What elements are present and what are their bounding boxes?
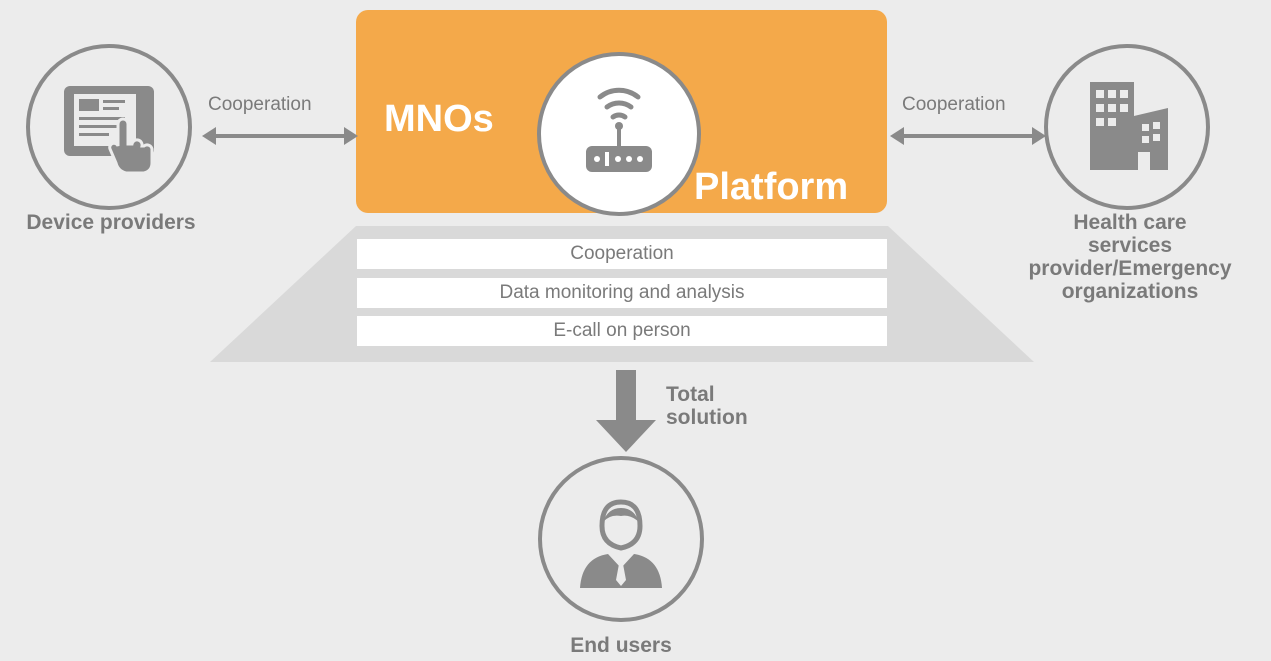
platform-icon-circle: [537, 52, 701, 216]
device-cooperation-label: Cooperation: [208, 94, 312, 115]
health-cooperation-label: Cooperation: [902, 94, 1006, 115]
total-solution-label-line: Total: [666, 383, 715, 406]
device-cooperation-arrow: [202, 127, 358, 145]
tablet-touch-icon: [64, 86, 154, 175]
service-row-data-monitoring: Data monitoring and analysis: [357, 278, 887, 308]
health-care-label: Health care services provider/Emergency …: [1000, 211, 1260, 303]
businessman-icon: [580, 499, 662, 588]
platform-label: Platform: [694, 166, 849, 208]
health-care-circle: [1044, 44, 1210, 210]
total-solution-label: Total solution: [666, 383, 748, 429]
total-solution-arrow: [596, 370, 656, 452]
health-care-label-line: services: [1087, 234, 1173, 257]
end-users-label: End users: [570, 634, 672, 657]
device-providers-circle: [26, 44, 192, 210]
buildings-icon: [1090, 82, 1168, 170]
end-users-circle: [538, 456, 704, 622]
router-wifi-icon: [586, 87, 652, 172]
health-cooperation-arrow: [890, 127, 1046, 145]
service-row-ecall: E-call on person: [357, 316, 887, 346]
device-providers-label: Device providers: [26, 211, 196, 234]
health-care-label-line: provider/Emergency: [1028, 257, 1232, 280]
service-row-cooperation: Cooperation: [357, 239, 887, 269]
health-care-label-line: Health care: [1073, 211, 1187, 234]
mnos-label: MNOs: [384, 98, 494, 140]
total-solution-label-line: solution: [666, 406, 748, 429]
health-care-label-line: organizations: [1061, 280, 1199, 303]
